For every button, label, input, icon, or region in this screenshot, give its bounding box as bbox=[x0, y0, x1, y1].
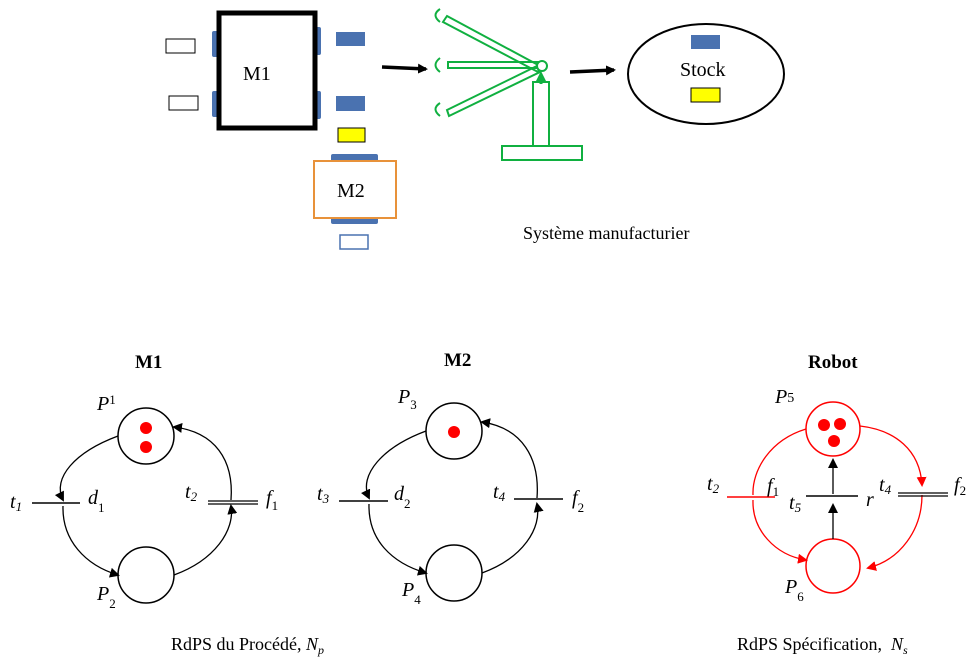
arc bbox=[172, 423, 232, 501]
token bbox=[448, 426, 460, 438]
event-label: f1 bbox=[767, 475, 779, 499]
place-p1 bbox=[117, 407, 175, 465]
place-label: P1 bbox=[96, 392, 116, 415]
transition-label: t2 bbox=[707, 473, 720, 496]
flow-arrow bbox=[569, 65, 616, 76]
token bbox=[834, 418, 846, 430]
transition-label: t3 bbox=[317, 483, 330, 506]
part-blue bbox=[336, 96, 365, 111]
machine-m2: M2 bbox=[313, 154, 397, 224]
arc bbox=[752, 499, 808, 564]
event-label: d2 bbox=[394, 483, 411, 511]
event-label: f2 bbox=[954, 474, 966, 498]
stock: Stock bbox=[627, 23, 785, 125]
petri-net-robot: Robot P5 P6 t2 f1 t5 r t4 f2 bbox=[707, 352, 966, 604]
place-p5 bbox=[805, 401, 861, 457]
arc bbox=[480, 418, 538, 499]
arc bbox=[368, 503, 428, 576]
arc bbox=[54, 435, 119, 502]
place-label: P2 bbox=[96, 583, 116, 611]
m2-output-slot bbox=[339, 234, 369, 250]
stock-label: Stock bbox=[680, 59, 726, 81]
transition-label: t1 bbox=[10, 491, 22, 514]
place-label: P5 bbox=[774, 386, 794, 408]
place-label: P3 bbox=[397, 386, 417, 412]
token bbox=[140, 422, 152, 434]
event-label: r bbox=[866, 489, 874, 511]
manufacturing-system: M1 M2 bbox=[165, 8, 785, 250]
m2-label: M2 bbox=[337, 180, 365, 202]
arc bbox=[752, 428, 807, 496]
transition-label: t4 bbox=[879, 474, 892, 497]
arc bbox=[859, 425, 927, 487]
petri-net-m1: M1 P1 P2 t1 d1 t2 f1 bbox=[10, 352, 278, 611]
token bbox=[828, 435, 840, 447]
flow-arrow bbox=[381, 63, 428, 74]
arc bbox=[173, 504, 238, 576]
transition-label: t2 bbox=[185, 481, 198, 504]
m1-label: M1 bbox=[243, 63, 271, 85]
machine-m1: M1 bbox=[212, 10, 321, 131]
token bbox=[818, 419, 830, 431]
event-label: f2 bbox=[572, 487, 584, 515]
part-yellow bbox=[690, 87, 721, 103]
place-label: P4 bbox=[401, 579, 421, 607]
place-p2 bbox=[117, 546, 175, 604]
place-p6 bbox=[805, 538, 861, 594]
place-label: P6 bbox=[784, 576, 804, 604]
arc bbox=[361, 430, 427, 500]
caption-process: RdPS du Procédé, Np bbox=[171, 634, 324, 657]
m1-input-slot-top bbox=[165, 38, 196, 54]
robot bbox=[434, 8, 583, 161]
net-title: M1 bbox=[135, 352, 162, 373]
arc bbox=[866, 494, 923, 571]
arc bbox=[62, 505, 120, 578]
part-blue bbox=[336, 32, 365, 46]
net-title: Robot bbox=[808, 352, 858, 373]
caption-spec: RdPS Spécification, Ns bbox=[737, 634, 908, 657]
transition-label: t4 bbox=[493, 481, 506, 504]
system-caption: Système manufacturier bbox=[523, 223, 689, 243]
event-label: d1 bbox=[88, 487, 105, 515]
place-p4 bbox=[425, 544, 483, 602]
m1-input-slot-bottom bbox=[168, 95, 199, 111]
petri-net-m2: M2 P3 P4 t3 d2 t4 f2 bbox=[317, 350, 584, 607]
transition-label: t5 bbox=[789, 492, 802, 515]
net-title: M2 bbox=[444, 350, 471, 371]
event-label: f1 bbox=[266, 487, 278, 513]
arc bbox=[481, 502, 544, 574]
part-yellow bbox=[337, 127, 366, 143]
token bbox=[140, 441, 152, 453]
part-blue bbox=[691, 35, 720, 49]
